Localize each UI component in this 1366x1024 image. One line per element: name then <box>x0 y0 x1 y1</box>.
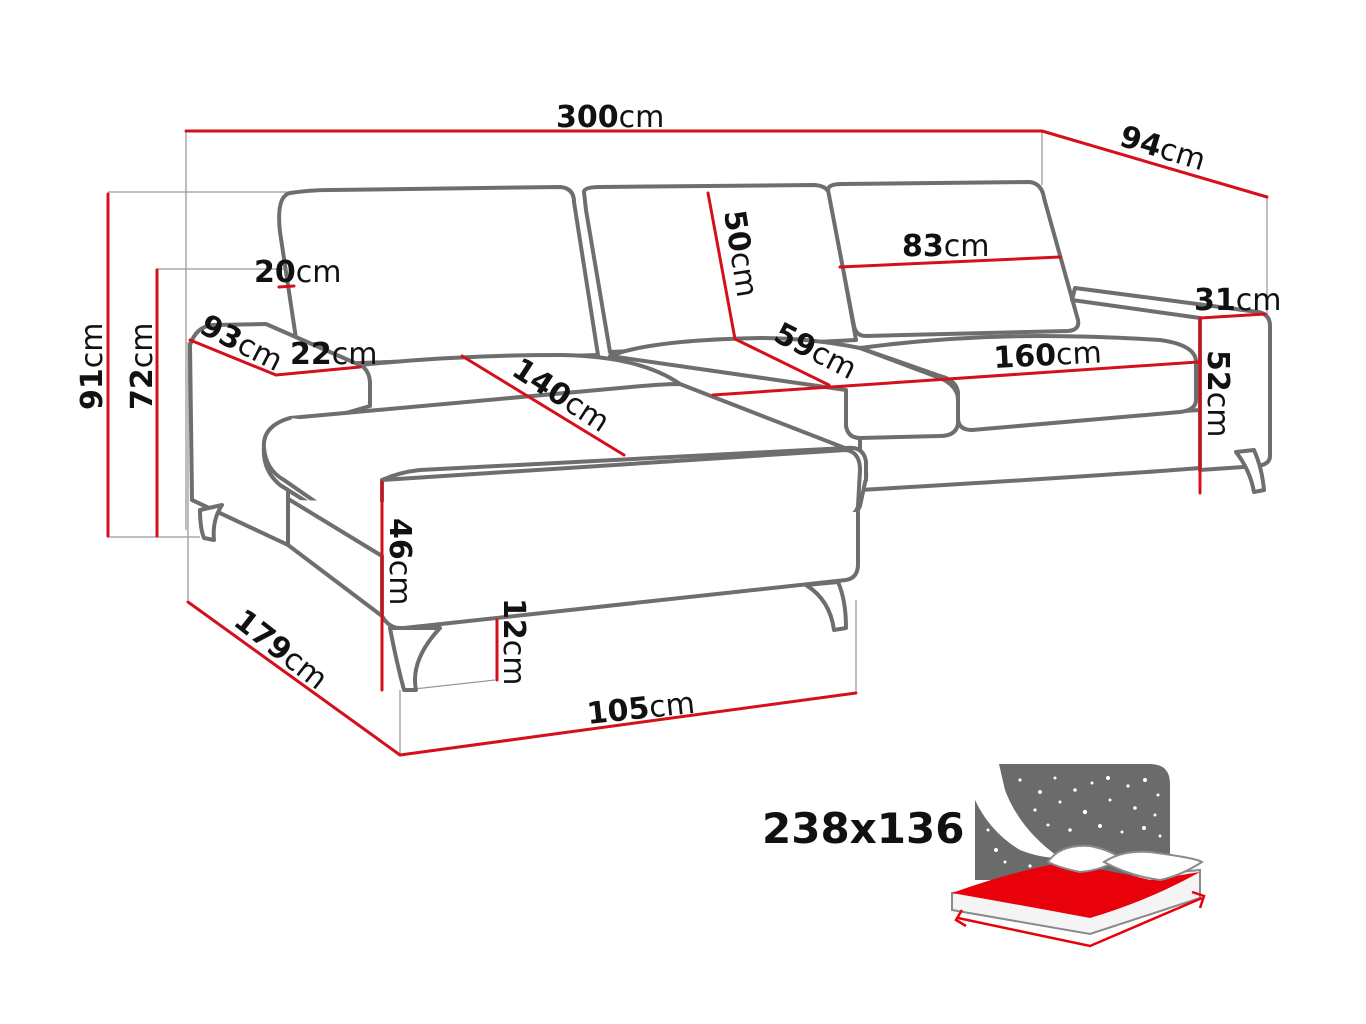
seat-cushion-right <box>858 334 1198 432</box>
back-cushion-middle <box>582 183 858 354</box>
chaise-side <box>190 498 384 618</box>
dim-line-94 <box>1040 129 1269 199</box>
label-backrest-thickness: 20cm <box>254 255 341 290</box>
leg-back-right <box>1234 448 1266 494</box>
dim-line-140 <box>460 354 626 457</box>
dim-line-31 <box>1198 312 1267 320</box>
dim-line-93 <box>188 338 278 377</box>
leg-front-left <box>388 626 442 692</box>
dim-line-83 <box>838 255 1062 269</box>
sleeping-area: 238x136 <box>762 764 1206 948</box>
label-total-width: 300cm <box>556 100 664 135</box>
label-leg-height: 12cm <box>496 598 531 685</box>
bed-night-icon <box>951 764 1206 948</box>
leg-front-right <box>804 580 848 632</box>
label-armrest-width: 22cm <box>290 337 377 372</box>
sofa-drawing <box>188 180 1272 692</box>
label-cushion-width: 83cm <box>902 229 989 264</box>
dim-line-105 <box>398 691 858 757</box>
label-right-arm-width: 31cm <box>1194 283 1281 318</box>
dim-line-179 <box>186 600 402 757</box>
guide-lines <box>108 131 1268 755</box>
label-total-height: 91cm <box>75 323 110 410</box>
dim-line-59 <box>733 337 831 387</box>
back-cushion-right <box>826 180 1081 338</box>
label-total-depth: 94cm <box>1116 119 1210 178</box>
label-backrest-height: 50cm <box>716 208 764 300</box>
sleeping-area-label: 238x136 <box>762 804 964 853</box>
label-chaise-width: 105cm <box>585 686 696 732</box>
stars <box>986 776 1162 868</box>
label-right-arm-height: 52cm <box>1200 350 1235 437</box>
leg-back-left <box>198 503 224 542</box>
dim-line-160 <box>711 360 1200 397</box>
label-chaise-depth: 179cm <box>227 603 334 697</box>
label-seat-width: 160cm <box>993 335 1103 376</box>
dimension-labels: 300cm 94cm 91cm 72cm 20cm 93cm 22cm 140c… <box>75 100 1281 732</box>
dimension-lines <box>106 129 1269 757</box>
label-armrest-height: 72cm <box>125 323 160 410</box>
label-seat-height: 46cm <box>382 518 417 605</box>
back-cushion-left <box>277 185 600 367</box>
dim-line-20 <box>277 284 296 289</box>
dim-line-50 <box>706 191 737 341</box>
seat-cushion-middle <box>608 336 960 440</box>
dim-line-22 <box>274 365 362 377</box>
